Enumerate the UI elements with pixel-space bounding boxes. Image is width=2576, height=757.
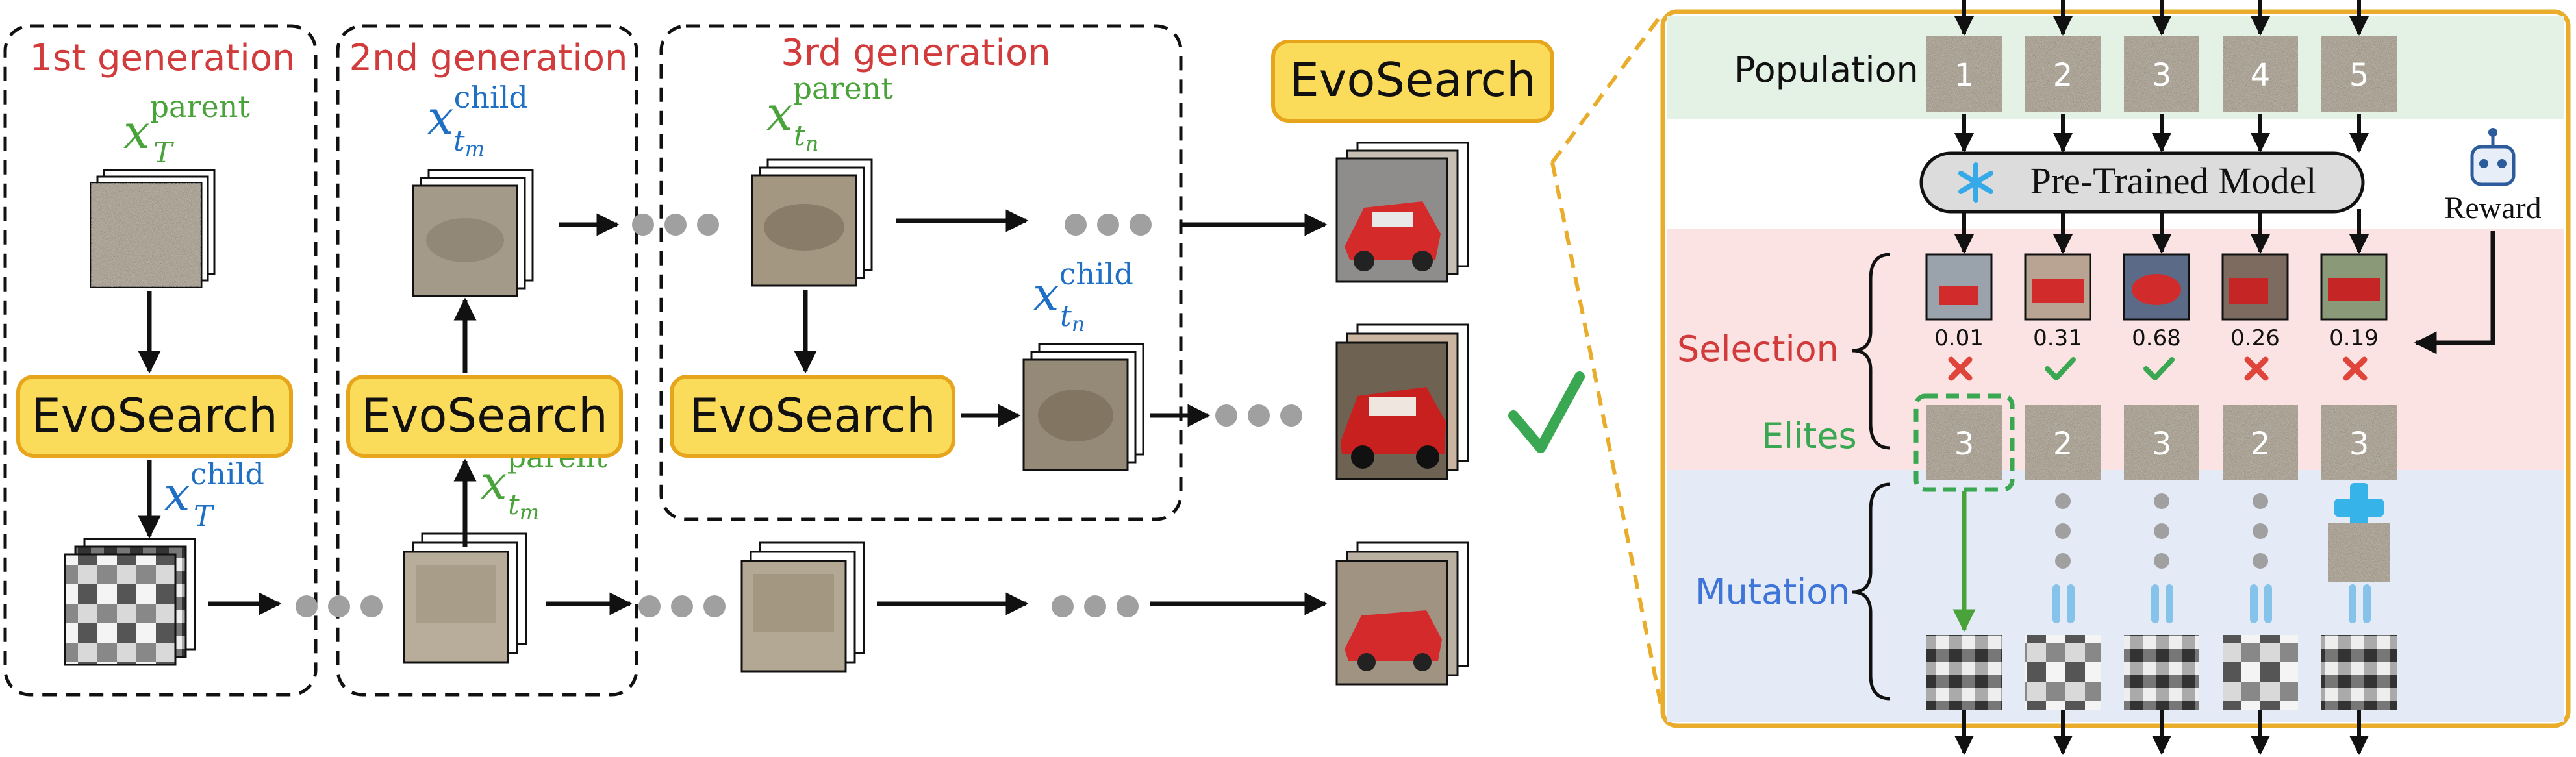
latent-stack-gen3-bottom	[740, 541, 865, 673]
snowflake-icon	[1958, 162, 1993, 203]
plus-icon	[2334, 483, 2384, 532]
check-icon-2	[2045, 357, 2076, 380]
elites-label: Elites	[1762, 416, 1857, 456]
reward-arrow	[2414, 231, 2495, 354]
latent-sub-tn-2: tn	[1060, 300, 1085, 336]
score-2: 0.31	[2033, 325, 2082, 351]
output-car-image-1	[1335, 142, 1469, 283]
population-band	[1667, 16, 2564, 119]
mutation-dots	[2055, 493, 2268, 569]
mutation-label: Mutation	[1695, 571, 1850, 612]
elite-index-4: 2	[2251, 426, 2271, 462]
latent-stack-gen3-top	[751, 158, 873, 287]
latent-label-xT-child: xchild	[164, 456, 264, 521]
elite-index-1: 3	[1954, 426, 1975, 462]
population-tiles	[1926, 36, 2397, 112]
selection-brace	[1852, 253, 1891, 450]
generation-label-1: 1st generation	[29, 37, 295, 79]
evosearch-box-gen1: EvoSearch	[16, 375, 293, 458]
generation-box-2	[336, 24, 638, 697]
generation-label-3: 3rd generation	[781, 32, 1051, 74]
panel-connector-lower	[1550, 162, 1665, 715]
population-index-5: 5	[2349, 57, 2369, 93]
svg-text:EvoSearch: EvoSearch	[1289, 53, 1536, 107]
latent-label-xtn-parent: xparent	[766, 71, 893, 141]
latent-sub-tn-1: tn	[794, 119, 818, 156]
elite-tiles	[1926, 405, 2397, 480]
score-4: 0.26	[2230, 325, 2280, 351]
latent-stack-gen2-top	[412, 169, 534, 297]
elite-highlight	[1913, 393, 2015, 492]
check-mark-icon	[1508, 371, 1585, 453]
score-3: 0.68	[2132, 325, 2181, 351]
noise-stack-gen1	[90, 169, 216, 288]
svg-text:EvoSearch: EvoSearch	[689, 388, 936, 443]
latent-stack-gen3-child	[1022, 343, 1144, 471]
latent-label-xT-parent: xparent	[123, 89, 250, 159]
generation-label-2: 2nd generation	[349, 37, 627, 79]
output-car-image-2	[1335, 323, 1469, 480]
noise-tile-grain	[2328, 523, 2390, 582]
latent-label-xtm-child: xchild	[427, 80, 528, 145]
evosearch-box-gen3: EvoSearch	[670, 375, 955, 458]
population-index-3: 3	[2152, 57, 2172, 93]
generation-box-1	[3, 24, 318, 697]
flow-arrows	[138, 209, 1328, 615]
panel-connector	[1550, 12, 1665, 164]
evosearch-box-gen2: EvoSearch	[346, 375, 623, 458]
svg-text:Pre-Trained Model: Pre-Trained Model	[2030, 160, 2317, 202]
output-car-image-3	[1335, 541, 1469, 686]
score-1: 0.01	[1934, 325, 1984, 351]
elite-index-3: 3	[2152, 426, 2172, 462]
cross-icon-4	[2244, 356, 2269, 381]
svg-text:EvoSearch: EvoSearch	[31, 388, 278, 443]
latent-sub-T-1: T	[153, 136, 175, 169]
score-5: 0.19	[2329, 325, 2379, 351]
population-index-2: 2	[2053, 57, 2073, 93]
svg-text:EvoSearch: EvoSearch	[361, 388, 608, 443]
generation-box-3	[659, 24, 1183, 521]
cross-icon-1	[1948, 356, 1973, 381]
checker-stack-gen1	[64, 538, 196, 666]
reward-label: Reward	[2444, 191, 2541, 225]
elite-index-2: 2	[2053, 426, 2073, 462]
mutated-tiles	[1926, 635, 2397, 710]
robot-icon	[2470, 128, 2516, 186]
latent-sub-T-2: T	[194, 500, 215, 533]
latent-sub-tm-1: tm	[453, 125, 485, 161]
elite-index-5: 3	[2349, 426, 2369, 462]
evosearch-box-header: EvoSearch	[1271, 40, 1554, 123]
selection-label: Selection	[1677, 329, 1839, 369]
mutation-band	[1667, 470, 2564, 722]
mutation-brace	[1852, 482, 1891, 701]
population-index-1: 1	[1954, 57, 1975, 93]
population-label: Population	[1734, 49, 1919, 90]
latent-stack-gen2-bottom	[403, 532, 527, 664]
cross-icon-5	[2343, 356, 2368, 381]
panel-io-arrows	[1954, 0, 2369, 755]
check-icon-3	[2143, 357, 2175, 380]
latent-sub-tm-2: tm	[508, 488, 539, 525]
latent-label-xtn-child: xchild	[1033, 256, 1133, 321]
ellipsis-dots	[296, 214, 1302, 617]
pretrained-model-box: Pre-Trained Model	[1919, 151, 2365, 214]
population-index-4: 4	[2251, 57, 2271, 93]
mutation-equals	[2052, 584, 2371, 623]
selection-thumbnails	[1925, 253, 2388, 321]
